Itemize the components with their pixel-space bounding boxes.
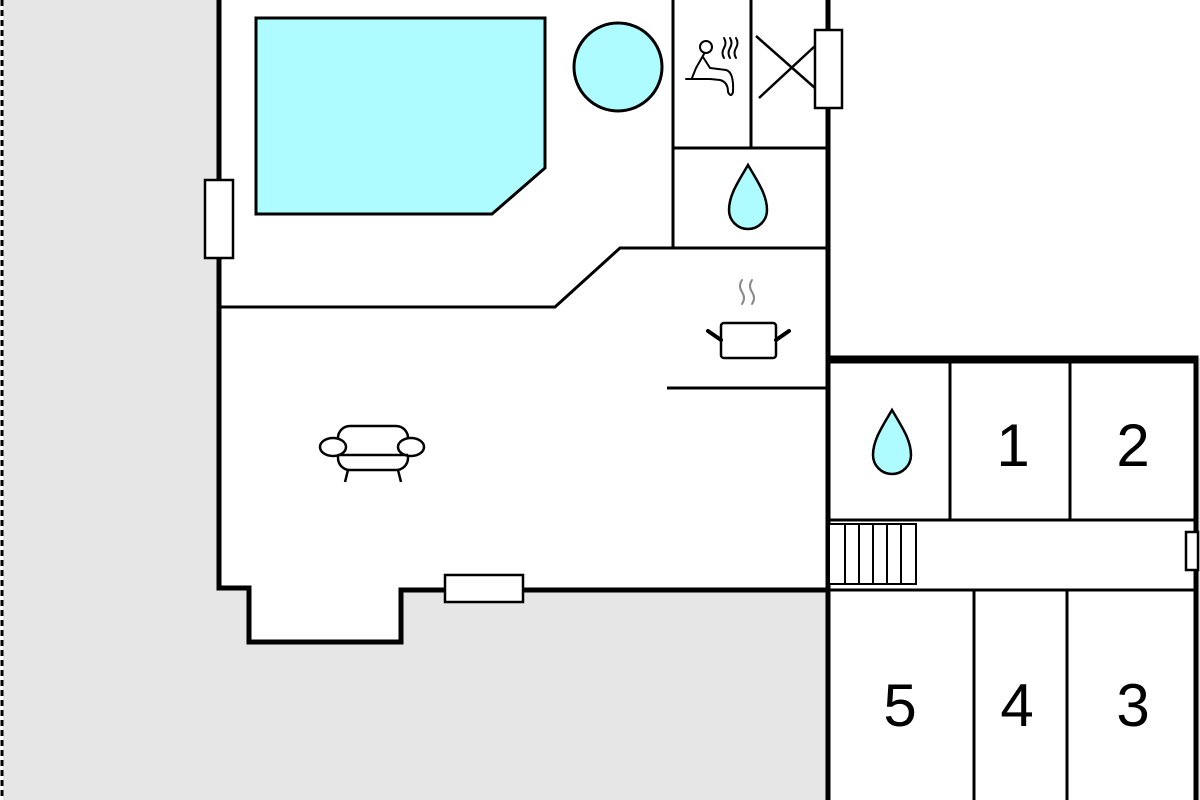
outside-right-top: [828, 0, 1200, 358]
windows: [203, 28, 1200, 604]
window: [443, 573, 525, 604]
closet-x-icon: [755, 35, 816, 99]
inner-walls: [219, 0, 1196, 800]
pool: [254, 16, 547, 216]
room-label-4: 4: [1000, 672, 1033, 739]
shower-drop-icon: [871, 407, 913, 476]
cooking-pot-icon: [706, 279, 791, 360]
shower-drop-icon: [727, 162, 769, 231]
window: [813, 28, 844, 110]
window: [1184, 530, 1200, 572]
stairs-icon: [828, 523, 917, 585]
room-label-3: 3: [1116, 672, 1149, 739]
room-label-5: 5: [883, 672, 916, 739]
room-label-2: 2: [1116, 412, 1149, 479]
sauna-icon: [685, 37, 739, 96]
room-label-1: 1: [996, 412, 1029, 479]
hot-tub: [572, 21, 664, 113]
window: [203, 178, 235, 260]
sofa-icon: [318, 424, 426, 483]
